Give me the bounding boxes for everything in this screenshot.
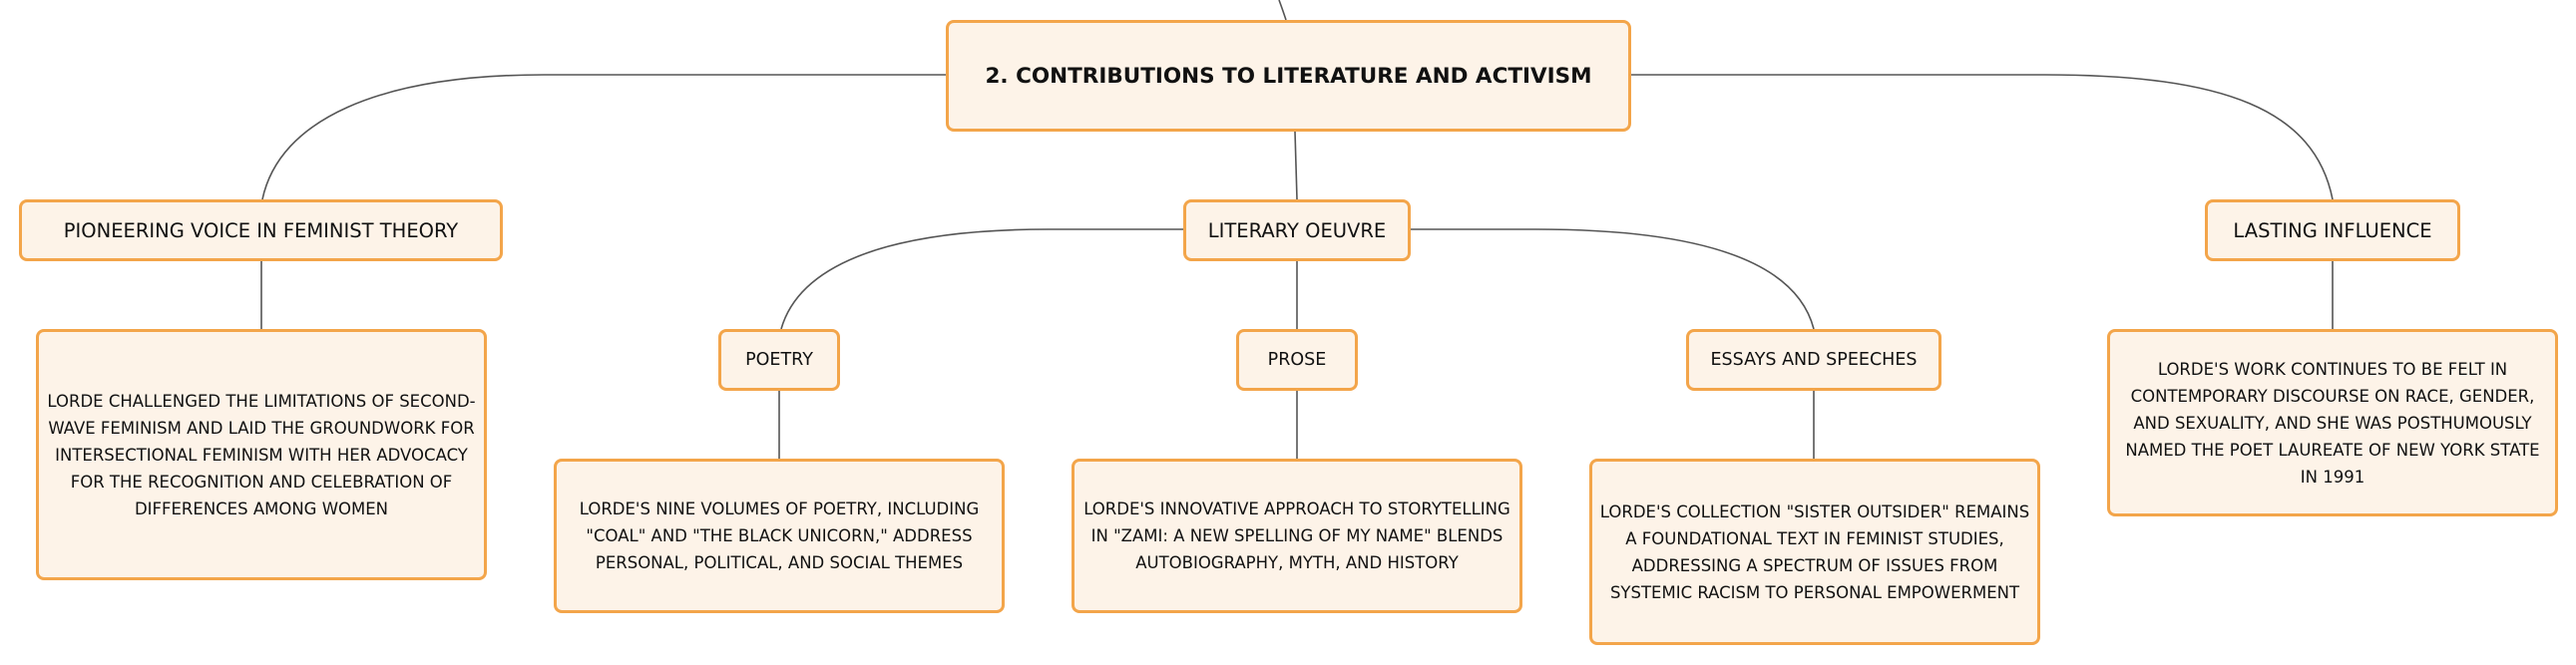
connector-root-feminist — [261, 74, 946, 200]
branch-lasting-influence-label: LASTING INFLUENCE — [2233, 218, 2432, 242]
detail-feminist-theory-text: LORDE CHALLENGED THE LIMITATIONS OF SECO… — [47, 391, 476, 518]
subtopic-poetry-node[interactable]: POETRY — [718, 329, 840, 391]
connector-top — [1278, 0, 1287, 21]
subtopic-prose-node[interactable]: PROSE — [1236, 329, 1358, 391]
connector-oeuvre-essays — [1411, 228, 1815, 330]
subtopic-essays-node[interactable]: ESSAYS AND SPEECHES — [1686, 329, 1941, 391]
connector-oeuvre-poetry — [780, 228, 1183, 330]
detail-poetry-text: LORDE'S NINE VOLUMES OF POETRY, INCLUDIN… — [579, 499, 980, 572]
detail-lasting-influence-text: LORDE'S WORK CONTINUES TO BE FELT IN CON… — [2125, 359, 2540, 487]
detail-lasting-influence-node[interactable]: LORDE'S WORK CONTINUES TO BE FELT IN CON… — [2107, 329, 2558, 516]
subtopic-essays-label: ESSAYS AND SPEECHES — [1710, 350, 1918, 370]
branch-feminist-theory-label: PIONEERING VOICE IN FEMINIST THEORY — [63, 218, 459, 242]
detail-essays-node[interactable]: LORDE'S COLLECTION "SISTER OUTSIDER" REM… — [1589, 459, 2040, 645]
detail-poetry-node[interactable]: LORDE'S NINE VOLUMES OF POETRY, INCLUDIN… — [554, 459, 1005, 613]
branch-literary-oeuvre-node[interactable]: LITERARY OEUVRE — [1183, 199, 1411, 261]
detail-essays-text: LORDE'S COLLECTION "SISTER OUTSIDER" REM… — [1599, 501, 2030, 602]
branch-feminist-theory-node[interactable]: PIONEERING VOICE IN FEMINIST THEORY — [19, 199, 503, 261]
connector-root-oeuvre — [1294, 131, 1298, 200]
subtopic-poetry-label: POETRY — [745, 350, 813, 370]
detail-feminist-theory-node[interactable]: LORDE CHALLENGED THE LIMITATIONS OF SECO… — [36, 329, 487, 580]
connector-root-influence — [1631, 74, 2334, 200]
subtopic-prose-label: PROSE — [1267, 350, 1327, 370]
branch-lasting-influence-node[interactable]: LASTING INFLUENCE — [2205, 199, 2460, 261]
root-topic-node[interactable]: 2. CONTRIBUTIONS TO LITERATURE AND ACTIV… — [946, 20, 1631, 132]
detail-prose-node[interactable]: LORDE'S INNOVATIVE APPROACH TO STORYTELL… — [1072, 459, 1522, 613]
detail-prose-text: LORDE'S INNOVATIVE APPROACH TO STORYTELL… — [1083, 499, 1510, 572]
branch-literary-oeuvre-label: LITERARY OEUVRE — [1207, 218, 1387, 242]
root-topic-label: 2. CONTRIBUTIONS TO LITERATURE AND ACTIV… — [985, 63, 1592, 89]
